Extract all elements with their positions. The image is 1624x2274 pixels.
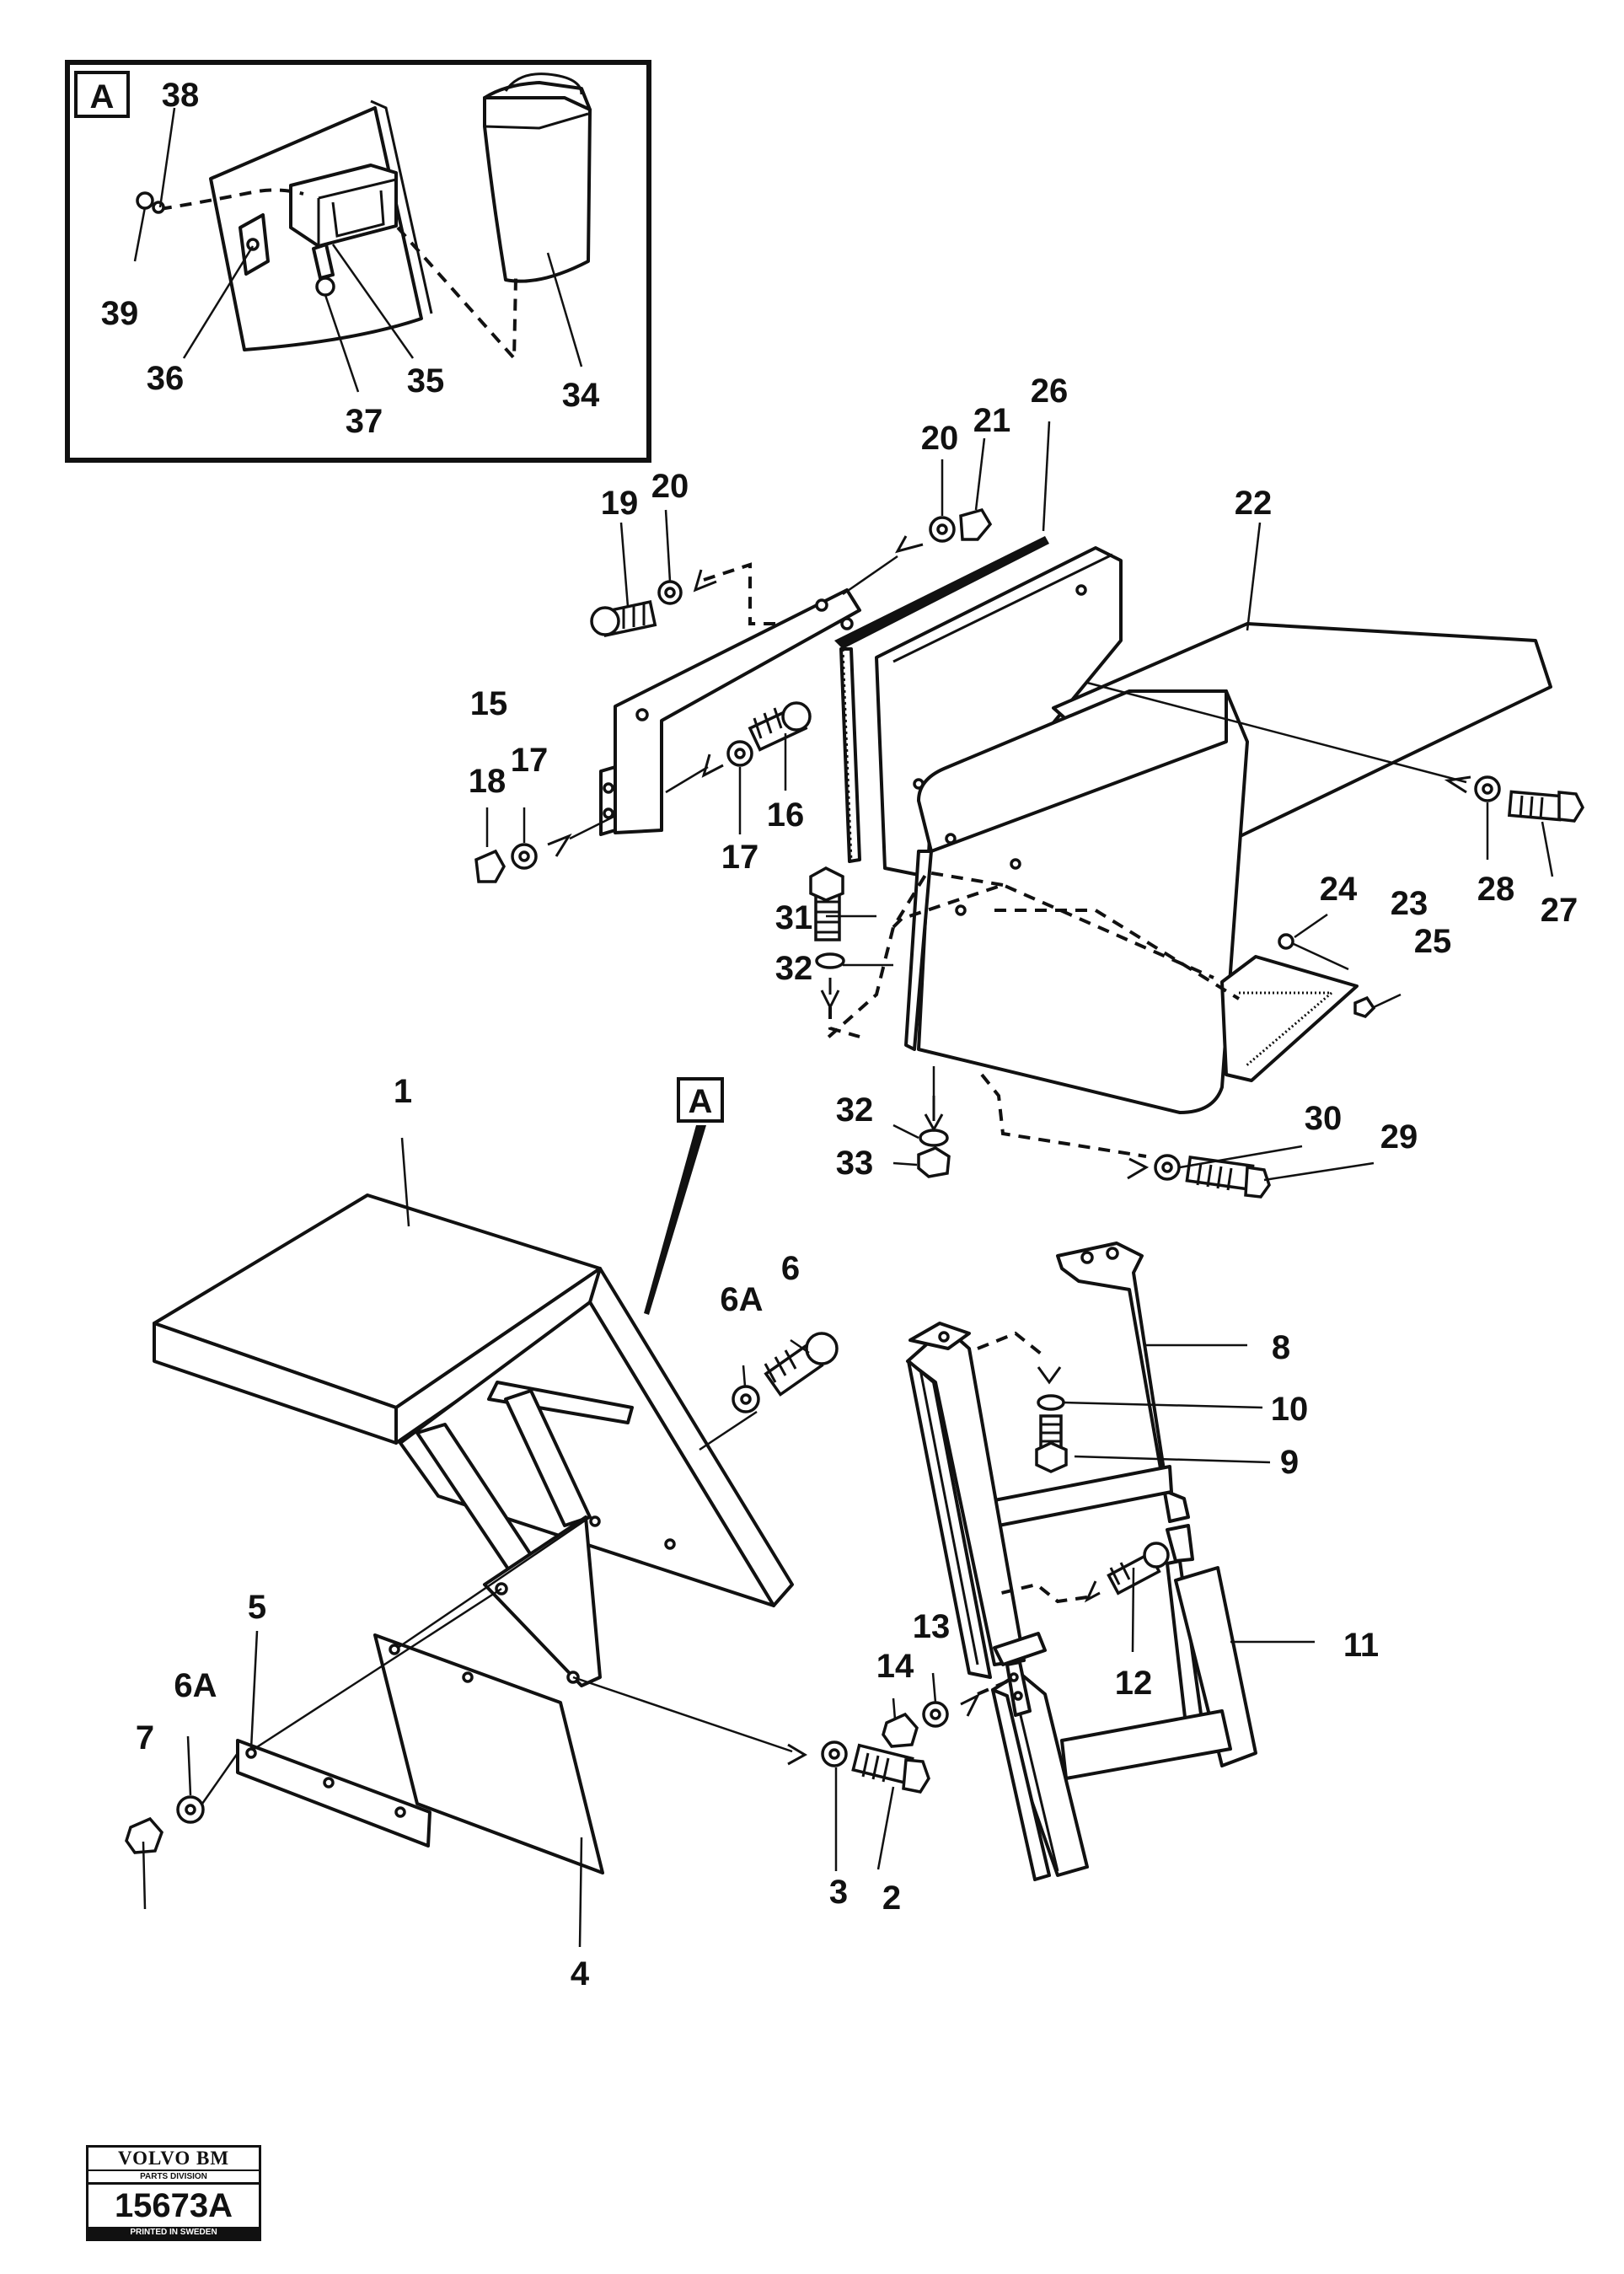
- mudflap-4: [373, 1633, 604, 1874]
- label-2: 2: [882, 1880, 901, 1917]
- bolt-27: [1507, 790, 1585, 823]
- label-13: 13: [913, 1608, 951, 1645]
- label-23: 23: [1391, 885, 1428, 922]
- label-17-top: 17: [511, 742, 549, 779]
- support-23: [1220, 955, 1359, 1082]
- label-3: 3: [829, 1874, 848, 1911]
- label-27: 27: [1541, 892, 1578, 929]
- label-34: 34: [562, 377, 600, 414]
- part-number-labels: 1 2 3 4 5 6 6A 6A 7 8 9 10 11 12 13 14 1…: [136, 373, 1578, 1992]
- bracket-11: [1174, 1566, 1257, 1767]
- label-22: 22: [1235, 485, 1273, 522]
- label-32-top: 32: [775, 950, 813, 987]
- bolt-19: [590, 599, 657, 638]
- label-21: 21: [973, 402, 1011, 439]
- label-24: 24: [1320, 871, 1358, 908]
- label-12: 12: [1115, 1665, 1153, 1702]
- washer-10: [1037, 1394, 1065, 1411]
- inset-pin-37: [312, 243, 335, 280]
- leader-lines: [142, 421, 1554, 1948]
- nut-14: [882, 1712, 919, 1748]
- stamp-printed: PRINTED IN SWEDEN: [88, 2227, 259, 2239]
- label-7: 7: [136, 1719, 154, 1756]
- stamp-division: PARTS DIVISION: [88, 2171, 259, 2185]
- nut-21: [959, 507, 993, 541]
- washer-32-bottom: [919, 1129, 949, 1147]
- bolt-29: [1185, 1156, 1271, 1199]
- nut-33: [917, 1146, 951, 1178]
- stamp-code: 15673A: [114, 2187, 233, 2224]
- stamp-brand: VOLVO BM: [88, 2148, 259, 2171]
- inset-box-34: [483, 96, 592, 283]
- label-11: 11: [1343, 1627, 1379, 1664]
- detail-a-letter: A: [90, 78, 115, 115]
- detail-a-tag: [74, 71, 130, 118]
- label-6a-top: 6A: [720, 1281, 763, 1318]
- strip-5: [236, 1739, 431, 1848]
- nut-7: [125, 1816, 163, 1854]
- bolt-9: [1035, 1414, 1068, 1473]
- label-5: 5: [248, 1589, 266, 1626]
- inset-nut-39: [136, 191, 154, 210]
- label-35: 35: [407, 362, 445, 400]
- label-39: 39: [101, 295, 139, 332]
- label-20-right: 20: [921, 420, 959, 457]
- callout-a-tag: [677, 1077, 724, 1123]
- label-1: 1: [394, 1073, 412, 1110]
- screw-24: [1278, 933, 1294, 950]
- label-26: 26: [1031, 373, 1069, 410]
- label-20-left: 20: [651, 468, 689, 505]
- callout-a-letter: A: [689, 1083, 713, 1120]
- label-9: 9: [1280, 1444, 1299, 1481]
- label-6a-left: 6A: [174, 1667, 217, 1704]
- step-assembly: [882, 1242, 1257, 1881]
- bolt-12: [1107, 1542, 1170, 1596]
- label-15: 15: [470, 685, 508, 722]
- washer-32-top: [815, 952, 845, 969]
- upper-fender-assembly: [474, 507, 1585, 1199]
- bolt-6: [764, 1332, 839, 1397]
- label-36: 36: [147, 360, 185, 397]
- nut-18: [474, 849, 506, 883]
- detail-a-inset: A 38 39 36 35 37: [65, 60, 651, 463]
- bolt-2: [851, 1743, 930, 1794]
- label-25: 25: [1414, 923, 1452, 960]
- label-16: 16: [767, 796, 805, 834]
- label-30: 30: [1305, 1100, 1343, 1137]
- label-10: 10: [1271, 1391, 1309, 1428]
- bolt-31: [809, 866, 844, 941]
- label-19: 19: [601, 485, 639, 522]
- inset-washer-38: [152, 201, 165, 214]
- label-4: 4: [571, 1955, 590, 1992]
- bracket-8: [1056, 1242, 1190, 1523]
- label-37: 37: [346, 403, 383, 440]
- label-6: 6: [781, 1250, 800, 1287]
- bolt-16: [748, 701, 812, 752]
- label-31: 31: [775, 899, 813, 936]
- label-14: 14: [876, 1648, 914, 1685]
- label-17-bottom: 17: [721, 839, 759, 876]
- bracket-plate: [483, 1515, 602, 1687]
- label-38: 38: [162, 77, 200, 114]
- label-18: 18: [469, 763, 506, 800]
- lower-fender-assembly: A: [125, 1077, 930, 1874]
- parts-division-stamp: VOLVO BM PARTS DIVISION 15673A PRINTED I…: [86, 2145, 261, 2241]
- label-33: 33: [836, 1145, 874, 1182]
- nut-25: [1353, 995, 1376, 1019]
- label-29: 29: [1380, 1118, 1418, 1156]
- label-8: 8: [1272, 1329, 1290, 1366]
- label-32-bottom: 32: [836, 1091, 874, 1129]
- label-28: 28: [1477, 871, 1515, 908]
